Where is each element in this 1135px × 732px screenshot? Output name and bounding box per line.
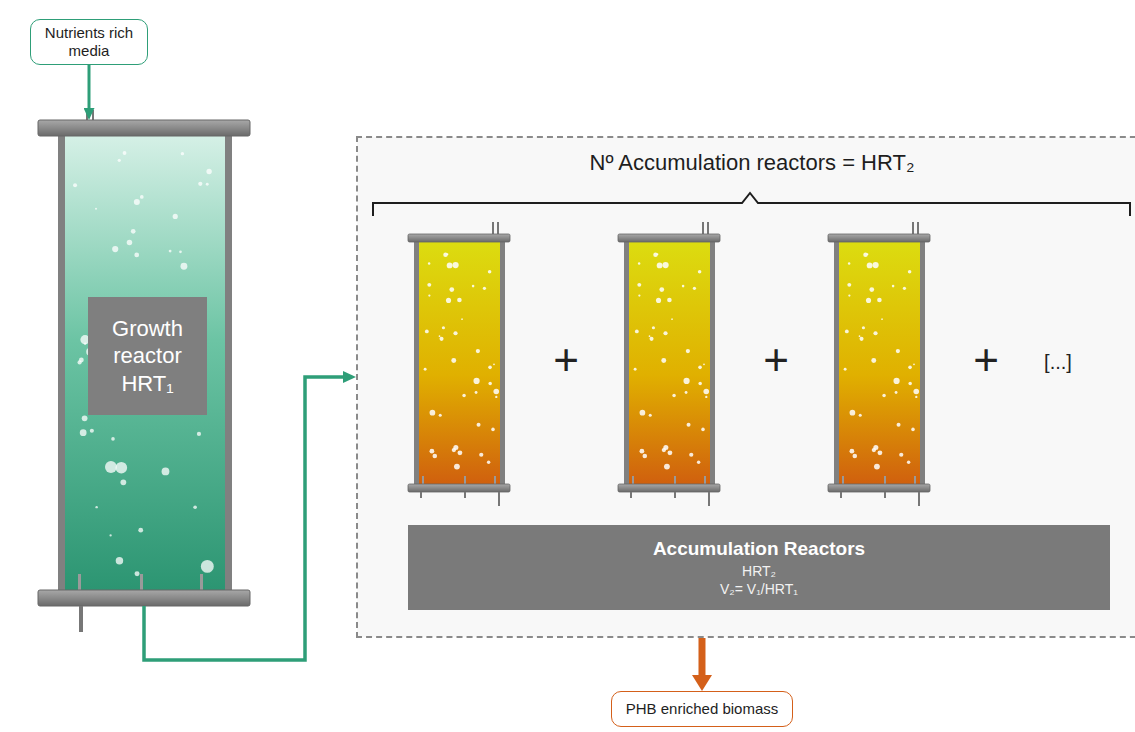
plus-sign: + bbox=[553, 338, 579, 382]
band-detail: HRT₂ bbox=[742, 562, 776, 580]
feed-box: Nutrients rich media bbox=[30, 19, 148, 65]
reactor-label: Growth reactor HRT₁ bbox=[88, 297, 207, 415]
plus-sign: + bbox=[973, 338, 999, 382]
ellipsis-label: [...] bbox=[1044, 352, 1072, 372]
flow-arrow bbox=[144, 377, 343, 660]
box-label: Nutrients rich media bbox=[37, 24, 141, 60]
box-label: PHB enriched biomass bbox=[626, 700, 779, 718]
band-detail: V₂= V₁/HRT₁ bbox=[720, 580, 798, 598]
band-title: Accumulation Reactors bbox=[653, 537, 865, 562]
product-box: PHB enriched biomass bbox=[611, 691, 794, 727]
growth-reactor: Growth reactor HRT₁ bbox=[38, 120, 250, 606]
flow-arrow bbox=[698, 638, 705, 675]
accumulation-band: Accumulation ReactorsHRT₂V₂= V₁/HRT₁ bbox=[408, 525, 1110, 610]
flow-arrow bbox=[88, 65, 91, 108]
plus-sign: + bbox=[763, 338, 789, 382]
region-heading: Nº Accumulation reactors = HRT₂ bbox=[358, 150, 1135, 176]
accumulation-region: Nº Accumulation reactors = HRT₂ Accumulat… bbox=[356, 136, 1135, 638]
